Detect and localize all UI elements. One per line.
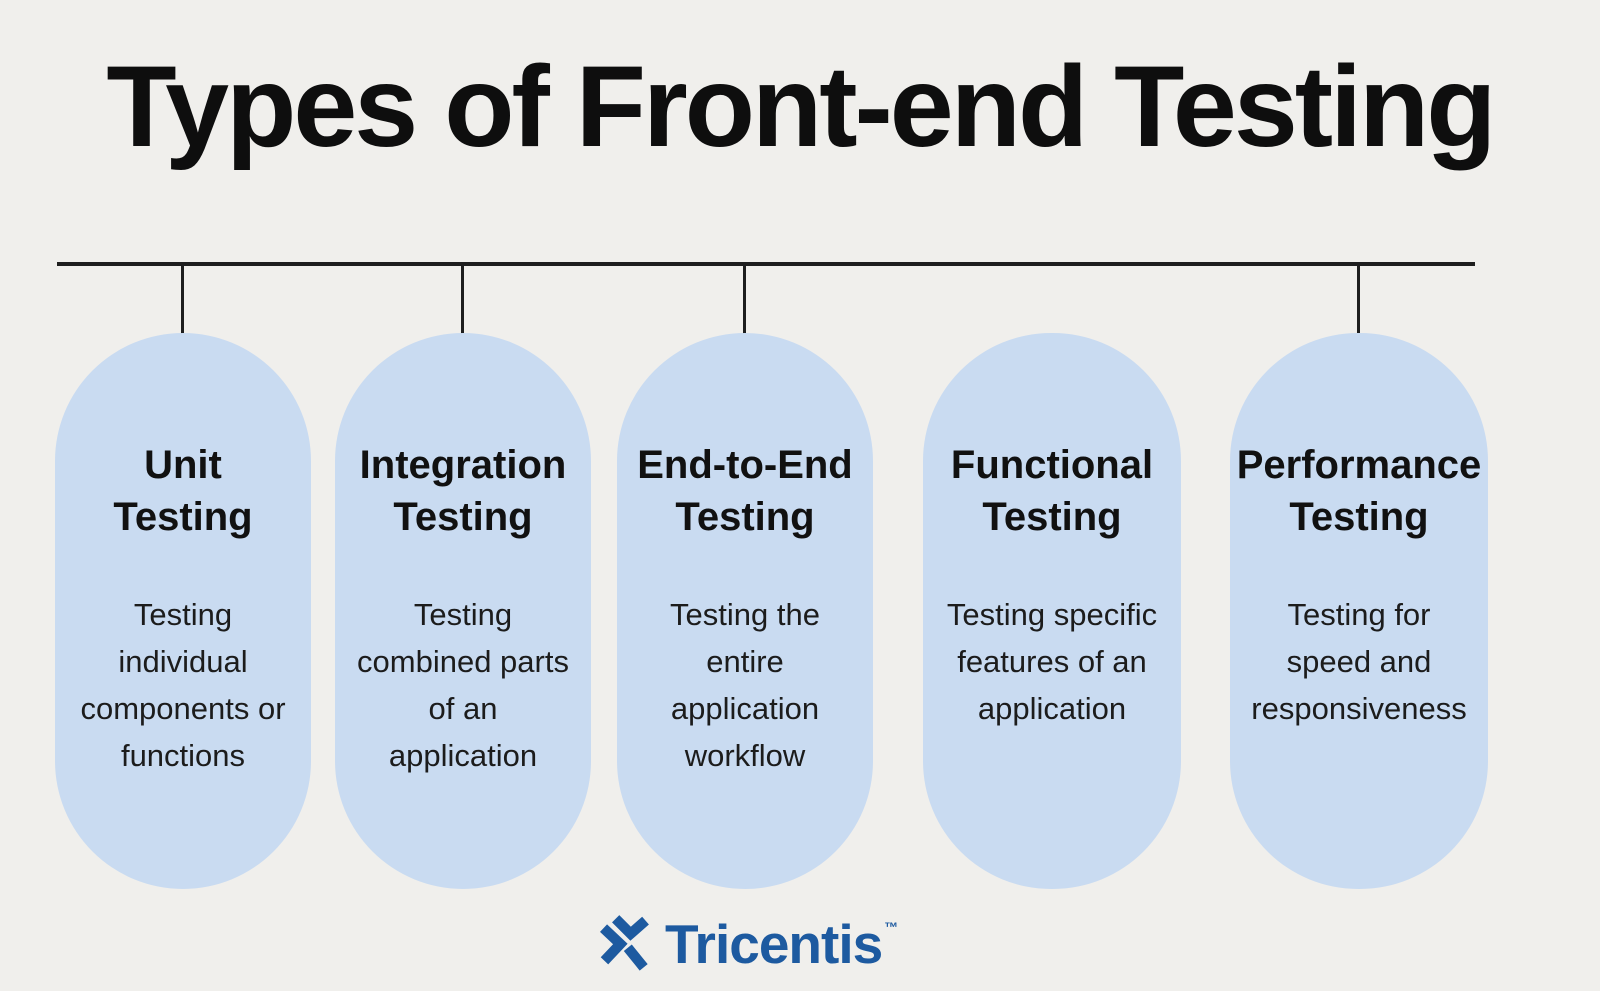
- card-description-line: Testing for: [1287, 597, 1431, 632]
- brand-logo: Tricentis ™: [597, 913, 898, 975]
- connector-drop-line-performance: [1357, 264, 1360, 334]
- card-description-line: functions: [120, 738, 246, 773]
- card-description-line: speed and: [1286, 644, 1432, 679]
- card-description: Testing specific features of an applicat…: [909, 591, 1195, 732]
- brand-name: Tricentis: [665, 912, 883, 975]
- card-heading: Unit Testing: [45, 439, 321, 543]
- card-heading-line: End-to-End: [637, 443, 853, 487]
- card-heading-line: Testing: [675, 495, 815, 539]
- card-performance-testing: Performance Testing Testing for speed an…: [1230, 333, 1488, 889]
- card-description: Testing individual components or functio…: [41, 591, 325, 779]
- card-heading: Performance Testing: [1220, 439, 1498, 543]
- page-title: Types of Front-end Testing: [106, 43, 1496, 171]
- card-description-line: application: [388, 738, 538, 773]
- card-unit-testing: Unit Testing Testing individual componen…: [55, 333, 311, 889]
- tricentis-x-icon: [600, 915, 649, 971]
- connector-drop-line-end-to-end: [743, 264, 746, 334]
- card-heading-line: Testing: [393, 495, 533, 539]
- card-functional-testing: Functional Testing Testing specific feat…: [923, 333, 1181, 889]
- connector-drop-line-unit: [181, 264, 184, 334]
- card-integration-testing: Integration Testing Testing combined par…: [335, 333, 591, 889]
- connector-horizontal-line: [57, 262, 1475, 266]
- card-description-line: application: [670, 691, 820, 726]
- card-end-to-end-testing: End-to-End Testing Testing the entire ap…: [617, 333, 873, 889]
- card-description: Testing for speed and responsiveness: [1216, 591, 1502, 732]
- card-description-line: application: [977, 691, 1127, 726]
- card-description-line: combined parts: [357, 644, 569, 679]
- card-description-line: components or: [80, 691, 286, 726]
- card-heading: Integration Testing: [325, 439, 601, 543]
- trademark-symbol: ™: [884, 919, 899, 935]
- card-description-line: Testing the: [670, 597, 820, 632]
- card-description-line: entire: [706, 644, 784, 679]
- card-description-line: Testing: [133, 597, 233, 632]
- connector-drop-line-integration: [461, 264, 464, 334]
- card-description-line: of an: [428, 691, 498, 726]
- card-heading-line: Functional: [950, 443, 1154, 487]
- card-heading-line: Unit: [144, 443, 222, 487]
- card-description-line: workflow: [684, 738, 806, 773]
- card-description-line: Testing: [413, 597, 513, 632]
- card-heading-line: Testing: [113, 495, 253, 539]
- card-heading-line: Performance: [1236, 443, 1482, 487]
- card-description-line: features of an: [957, 644, 1147, 679]
- card-heading-line: Integration: [359, 443, 567, 487]
- card-heading: End-to-End Testing: [607, 439, 883, 543]
- card-heading-line: Testing: [982, 495, 1122, 539]
- card-description-line: responsiveness: [1251, 691, 1467, 726]
- card-description: Testing the entire application workflow: [603, 591, 887, 779]
- card-heading-line: Testing: [1289, 495, 1429, 539]
- card-description-line: Testing specific: [946, 597, 1158, 632]
- card-description: Testing combined parts of an application: [321, 591, 605, 779]
- card-heading: Functional Testing: [913, 439, 1191, 543]
- card-description-line: individual: [118, 644, 248, 679]
